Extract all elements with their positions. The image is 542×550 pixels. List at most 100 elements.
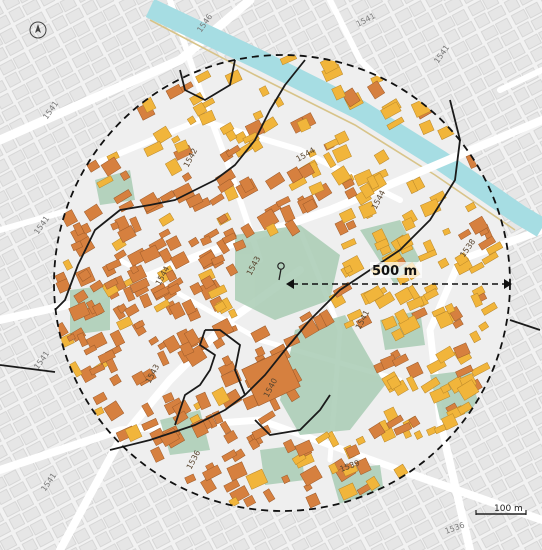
building: [202, 464, 222, 482]
building: [223, 478, 241, 493]
building: [478, 321, 490, 332]
building: [444, 303, 456, 315]
building: [307, 149, 317, 158]
building: [406, 179, 419, 194]
building: [299, 311, 313, 323]
building: [181, 299, 197, 316]
building: [96, 175, 114, 189]
building: [457, 228, 472, 241]
building: [198, 109, 217, 126]
building: [224, 69, 243, 86]
building: [86, 159, 101, 173]
building: [423, 288, 439, 302]
building: [354, 457, 372, 476]
building: [211, 386, 231, 407]
building: [305, 492, 321, 509]
building: [294, 439, 314, 457]
building: [323, 151, 337, 169]
building: [452, 318, 464, 329]
building: [391, 328, 405, 342]
building: [66, 333, 76, 342]
building: [113, 249, 127, 261]
building: [119, 170, 131, 182]
building: [367, 80, 386, 100]
building: [141, 402, 155, 418]
building: [374, 238, 390, 251]
building: [265, 223, 279, 237]
building: [212, 337, 226, 350]
building: [179, 341, 195, 357]
building: [232, 239, 247, 252]
building: [226, 461, 248, 482]
building: [143, 140, 164, 158]
building: [225, 263, 239, 277]
building: [210, 254, 226, 266]
building: [248, 438, 261, 451]
building: [331, 165, 352, 186]
building: [159, 190, 176, 204]
building: [468, 261, 485, 274]
building: [219, 122, 235, 136]
building: [234, 131, 248, 144]
building: [345, 220, 357, 231]
building: [103, 400, 125, 422]
building: [240, 223, 255, 239]
building: [219, 420, 232, 435]
building: [150, 446, 165, 463]
building: [302, 198, 318, 214]
building: [345, 444, 361, 459]
building: [181, 172, 192, 183]
building: [139, 244, 161, 264]
building: [200, 476, 217, 495]
building: [217, 213, 229, 225]
building: [346, 308, 364, 322]
building: [353, 168, 374, 187]
building: [365, 475, 381, 491]
building: [162, 392, 175, 404]
building: [230, 448, 246, 463]
scale-bar-label: 100 m: [494, 504, 523, 514]
building: [110, 221, 120, 231]
building: [167, 283, 182, 296]
building: [418, 119, 435, 135]
building: [89, 279, 104, 293]
building: [363, 285, 385, 305]
building: [105, 258, 122, 272]
building: [299, 465, 323, 487]
building: [223, 430, 239, 444]
radius-label: 500 m: [372, 264, 417, 279]
building: [470, 362, 491, 377]
building: [245, 468, 269, 490]
building: [165, 269, 178, 283]
building: [358, 201, 377, 219]
building: [437, 257, 450, 269]
building: [117, 225, 137, 243]
building: [334, 219, 349, 236]
building: [103, 277, 119, 290]
building: [381, 315, 398, 331]
building: [158, 212, 175, 227]
building: [195, 391, 212, 411]
building: [455, 364, 474, 378]
building: [239, 176, 255, 194]
building: [157, 350, 170, 367]
building: [386, 375, 402, 390]
building: [83, 203, 103, 222]
building: [252, 110, 264, 121]
building: [279, 204, 296, 223]
building: [225, 144, 241, 158]
building: [186, 115, 197, 126]
scale-bar: 100 m: [475, 504, 527, 515]
building: [265, 171, 286, 190]
building: [200, 275, 215, 290]
building: [324, 138, 340, 150]
building: [442, 227, 451, 236]
building: [275, 195, 291, 208]
radius-arrow: [286, 279, 512, 289]
building: [123, 286, 136, 302]
building: [117, 303, 128, 314]
building: [185, 193, 204, 209]
building: [440, 413, 459, 431]
building: [394, 287, 414, 306]
building: [141, 418, 159, 431]
